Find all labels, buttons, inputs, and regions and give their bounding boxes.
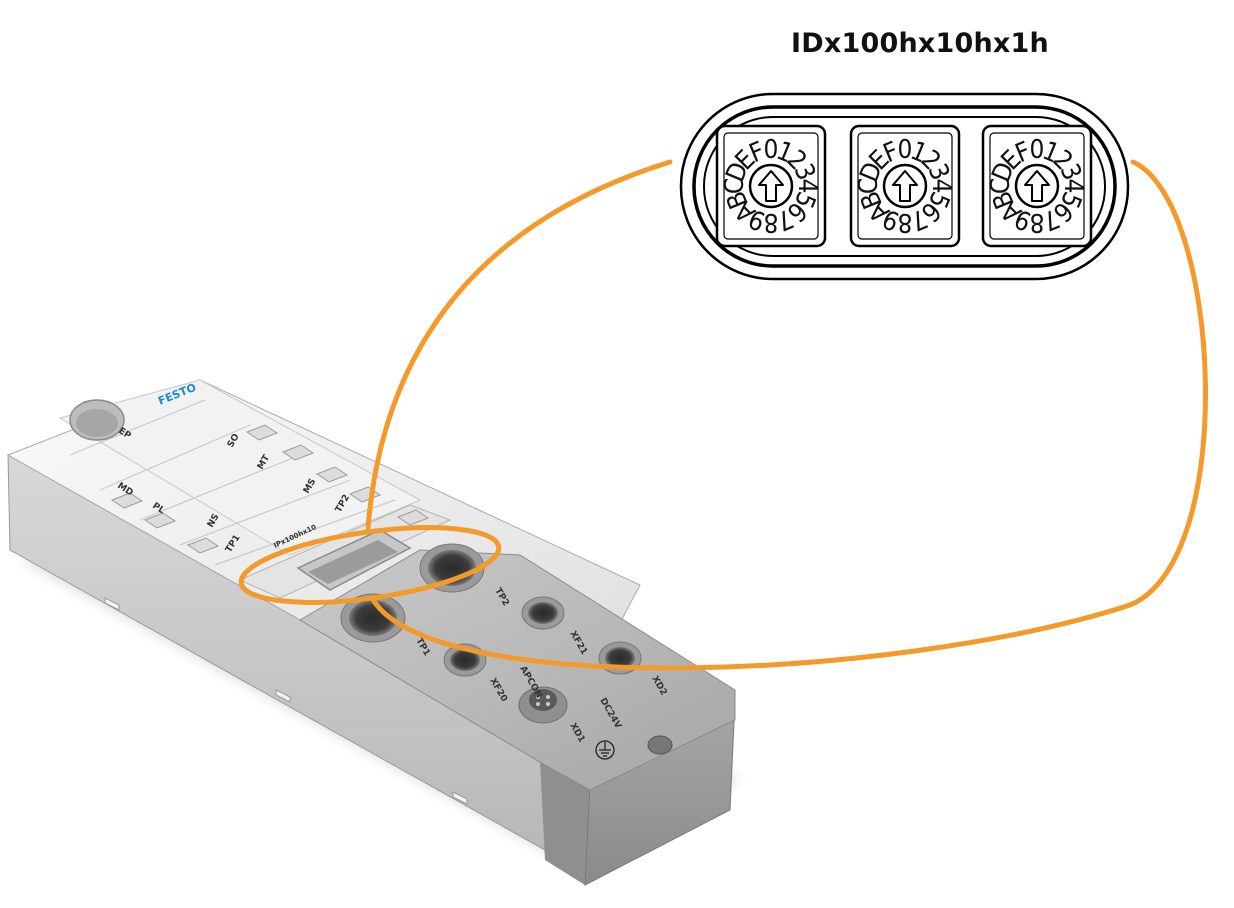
- label-area: [58, 379, 422, 556]
- dial-digit: 4: [926, 179, 956, 194]
- dial-digit: C: [720, 178, 750, 194]
- dial-frame: [989, 132, 1085, 240]
- side-slots: [104, 597, 468, 805]
- metal-module-front: [540, 760, 590, 885]
- callout: [238, 159, 1208, 671]
- festo-device: FESTO EP MD PL NS SO MT MS TP2 TP1 IPx10…: [6, 379, 736, 886]
- ground-icon: [595, 740, 615, 760]
- dial-digit: 4: [792, 179, 822, 194]
- mount-hole: [647, 735, 673, 755]
- connector-tp1: [340, 593, 406, 643]
- arrow-up-icon: [758, 170, 784, 202]
- dial-frame: [723, 132, 819, 240]
- dial-digit: C: [854, 178, 884, 194]
- dial-digit: C: [986, 178, 1016, 194]
- dial-digit: 8: [764, 207, 779, 237]
- callout-line-right: [369, 159, 1208, 671]
- page-title: IDx100hx10hx1h: [791, 28, 1049, 59]
- dial-digit: 0: [1030, 135, 1045, 165]
- dial-frame: [857, 132, 953, 240]
- arrow-up-icon: [892, 170, 918, 202]
- callout-line-left: [365, 159, 673, 531]
- connector-xf21: [521, 596, 565, 630]
- led-windows: [110, 424, 430, 554]
- connector-xd1: [518, 686, 568, 724]
- dial-digit: 8: [898, 207, 913, 237]
- dial-digit: 0: [898, 135, 913, 165]
- dial-digit: 8: [1030, 207, 1045, 237]
- dial-digit: 4: [1058, 179, 1088, 194]
- dial-digit: 0: [764, 135, 779, 165]
- arrow-up-icon: [1024, 170, 1050, 202]
